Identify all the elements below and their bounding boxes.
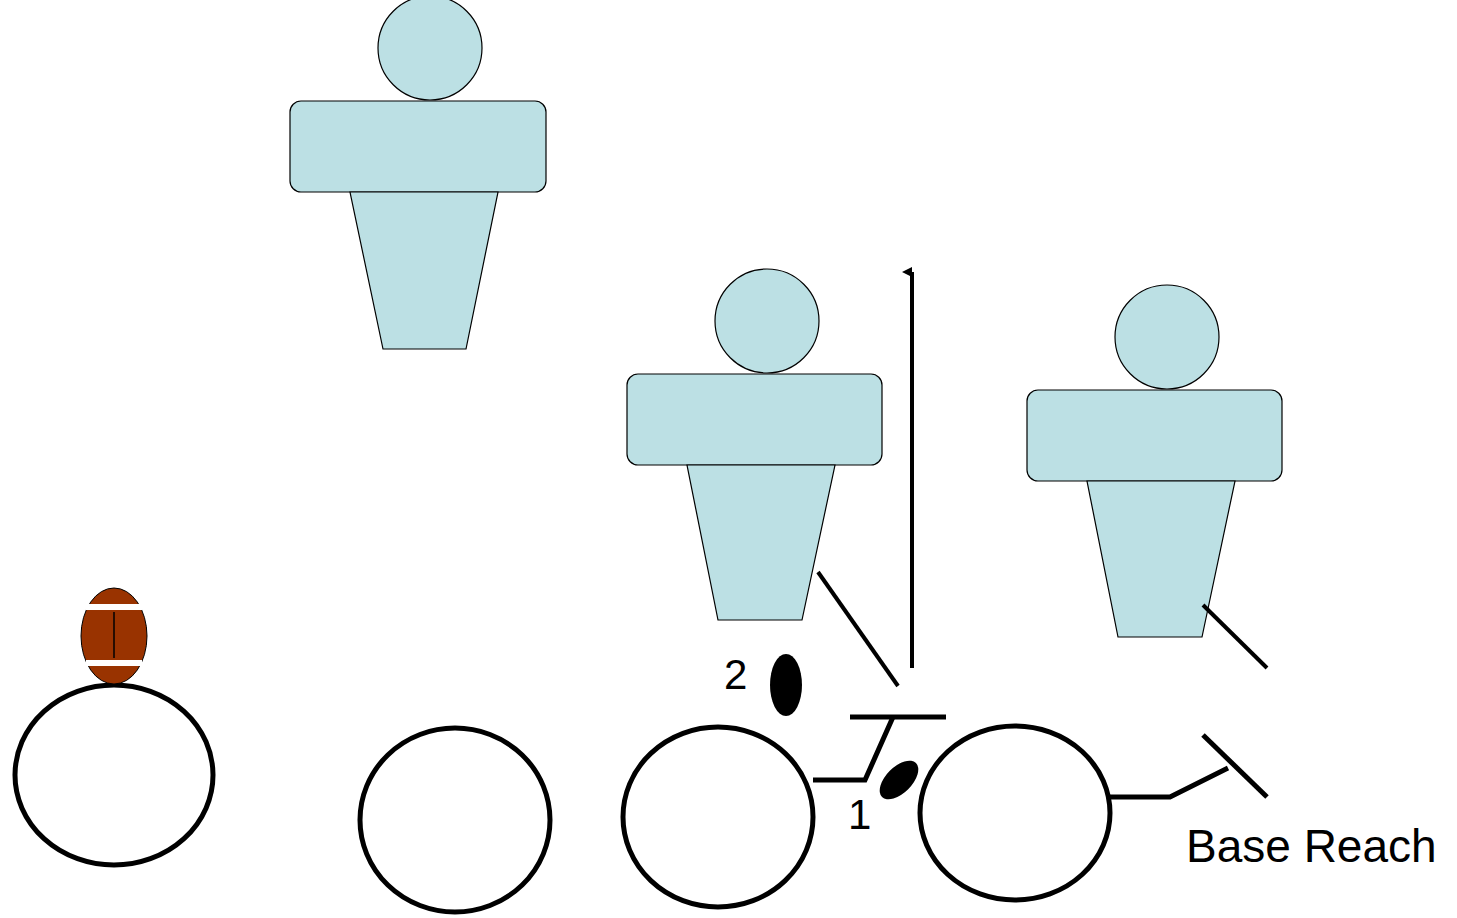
defender-path: [1203, 605, 1267, 668]
player-dot: [770, 654, 802, 716]
release-arrow: [910, 272, 914, 668]
offensive-player: [920, 726, 1110, 900]
block-bar: [1203, 735, 1267, 797]
defender-path: [818, 572, 898, 686]
callout-number: 2: [724, 654, 747, 696]
callout-number: 1: [848, 794, 871, 836]
block-bar: [850, 715, 946, 720]
block-label: Base Reach: [1186, 823, 1437, 869]
block-path: [813, 717, 893, 780]
defender-symbol: [627, 269, 882, 620]
block-path: [1110, 768, 1228, 797]
offensive-player: [15, 685, 213, 865]
player-dot: [873, 754, 925, 806]
defender-symbol: [290, 0, 546, 349]
football-icon: [81, 588, 147, 684]
offensive-player: [360, 728, 550, 912]
offensive-player: [623, 727, 813, 907]
defender-symbol: [1027, 285, 1282, 637]
